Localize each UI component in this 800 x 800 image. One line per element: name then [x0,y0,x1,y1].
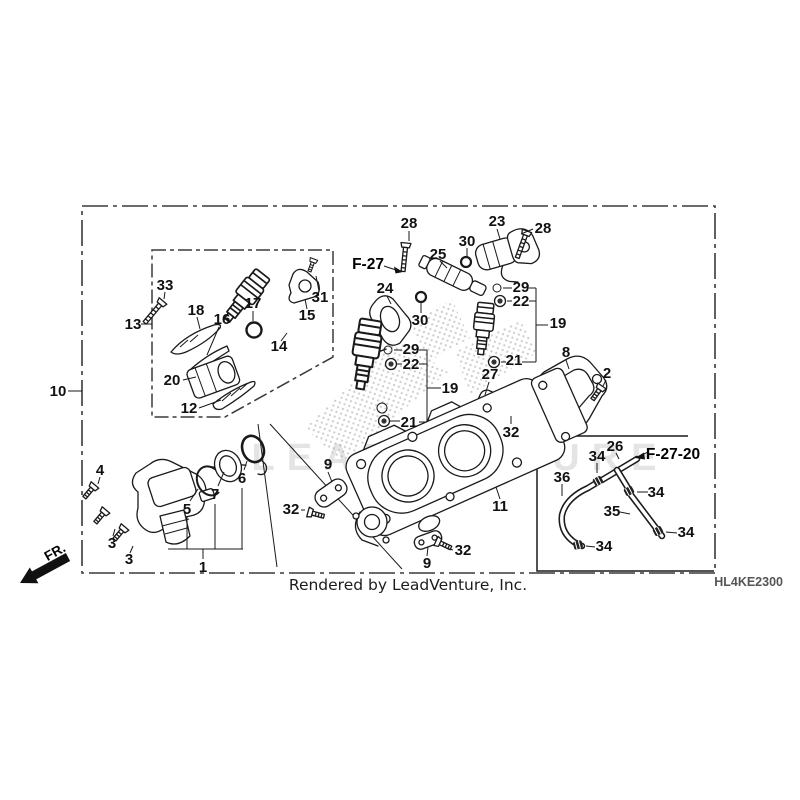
callout-27[interactable]: 27 [482,366,499,383]
callout-4[interactable]: 4 [96,462,105,479]
callout-22[interactable]: 22 [403,356,420,373]
reference-arrows [383,265,649,460]
callout-3[interactable]: 3 [125,551,133,568]
part-21-seal-right [487,355,501,369]
leader-lines [68,228,678,559]
callout-28[interactable]: 28 [535,220,552,237]
callout-29[interactable]: 29 [403,341,420,358]
callout-32[interactable]: 32 [503,424,520,441]
part-5-clamp-ring [195,465,220,497]
part-3-bolt-upper [90,506,111,527]
part-6-o-ring [240,434,268,476]
callout-29[interactable]: 29 [513,279,530,296]
part-21-seal-center [377,414,391,428]
part-32-bolt-left [306,506,326,522]
callout-25[interactable]: 25 [430,246,447,263]
callout-28[interactable]: 28 [401,215,418,232]
part-17-o-ring [245,321,263,339]
callout-2[interactable]: 2 [603,365,611,382]
callout-14[interactable]: 14 [271,338,288,355]
outer-border [81,205,716,574]
part-33-bolt [140,297,168,327]
callout-9[interactable]: 9 [423,555,431,572]
part-29-o-ring-center [383,345,393,355]
halftone-texture [305,300,538,462]
callout-31[interactable]: 31 [312,289,329,306]
callout-11[interactable]: 11 [492,498,508,515]
callout-10[interactable]: 10 [50,383,67,400]
callout-7[interactable]: 7 [211,486,219,503]
part-32-bolt-bottom [433,535,454,554]
callout-33[interactable]: 33 [157,277,174,294]
diagram-ref-f27-20[interactable]: F-27-20 [646,446,700,463]
callout-1[interactable]: 1 [199,559,207,576]
callout-6[interactable]: 6 [238,470,246,487]
callout-18[interactable]: 18 [188,302,205,319]
callout-21[interactable]: 21 [506,352,523,369]
callout-23[interactable]: 23 [489,213,506,230]
part-19-tip-seal [376,402,388,414]
part-26-t-fitting [598,455,641,492]
callout-34[interactable]: 34 [589,448,606,465]
callout-34[interactable]: 34 [678,524,695,541]
f27-arrowhead [394,266,403,274]
part-9-plate-left [314,478,348,508]
front-arrow-icon [20,553,71,584]
part-12-gasket [212,380,256,411]
diagram-code: HL4KE2300 [714,575,783,589]
part-drawings [79,228,666,554]
callout-21[interactable]: 21 [401,414,418,431]
part-7-ring [209,449,247,483]
callout-35[interactable]: 35 [604,503,621,520]
f2720-arrowhead [635,452,645,460]
part-22-seal [493,294,507,308]
part-4-bolt [79,481,100,502]
callout-16[interactable]: 16 [214,311,231,328]
callout-5[interactable]: 5 [183,501,191,518]
callout-12[interactable]: 12 [181,400,198,417]
detail-box-border [151,249,334,418]
callout-labels: 10 13 33 18 16 17 14 15 31 20 12 28 F-27… [50,213,700,576]
callout-13[interactable]: 13 [125,316,142,333]
callout-30[interactable]: 30 [459,233,476,250]
callout-32[interactable]: 32 [455,542,472,559]
part-29-o-ring [492,283,502,293]
callout-36[interactable]: 36 [554,469,571,486]
part-31-screw [305,257,319,274]
part-11-throttle-body [345,367,588,547]
part-25-sensor [418,254,487,297]
part-1-sensor-assembly [131,458,216,545]
footer-credit: Rendered by LeadVenture, Inc. [289,576,527,594]
callout-20[interactable]: 20 [164,372,181,389]
subassembly-box-border [536,435,714,572]
callout-26[interactable]: 26 [607,438,624,455]
callout-15[interactable]: 15 [299,307,316,324]
diagram-ref-f27[interactable]: F-27 [352,256,384,273]
callout-3[interactable]: 3 [108,535,116,552]
part-18-gasket [170,323,222,355]
part-9-plate-bottom [413,530,443,550]
callout-30[interactable]: 30 [412,312,429,329]
callout-19[interactable]: 19 [442,380,459,397]
part-30-o-ring-left [414,290,428,304]
callout-22[interactable]: 22 [513,293,530,310]
callout-34[interactable]: 34 [648,484,665,501]
part-36-hose [558,478,602,550]
part-30-o-ring-right [459,255,473,269]
part-28-bolt-left [397,241,412,273]
callout-8[interactable]: 8 [562,344,570,361]
part-22-seal-center [384,357,398,371]
callout-24[interactable]: 24 [377,280,394,297]
callout-19[interactable]: 19 [550,315,567,332]
part-20-sensor [186,355,241,399]
callout-9[interactable]: 9 [324,456,332,473]
callout-34[interactable]: 34 [596,538,613,555]
callout-17[interactable]: 17 [245,295,262,312]
part-15-bracket-plate [288,268,320,304]
callout-32[interactable]: 32 [283,501,300,518]
front-direction-indicator: FR. [20,540,71,584]
